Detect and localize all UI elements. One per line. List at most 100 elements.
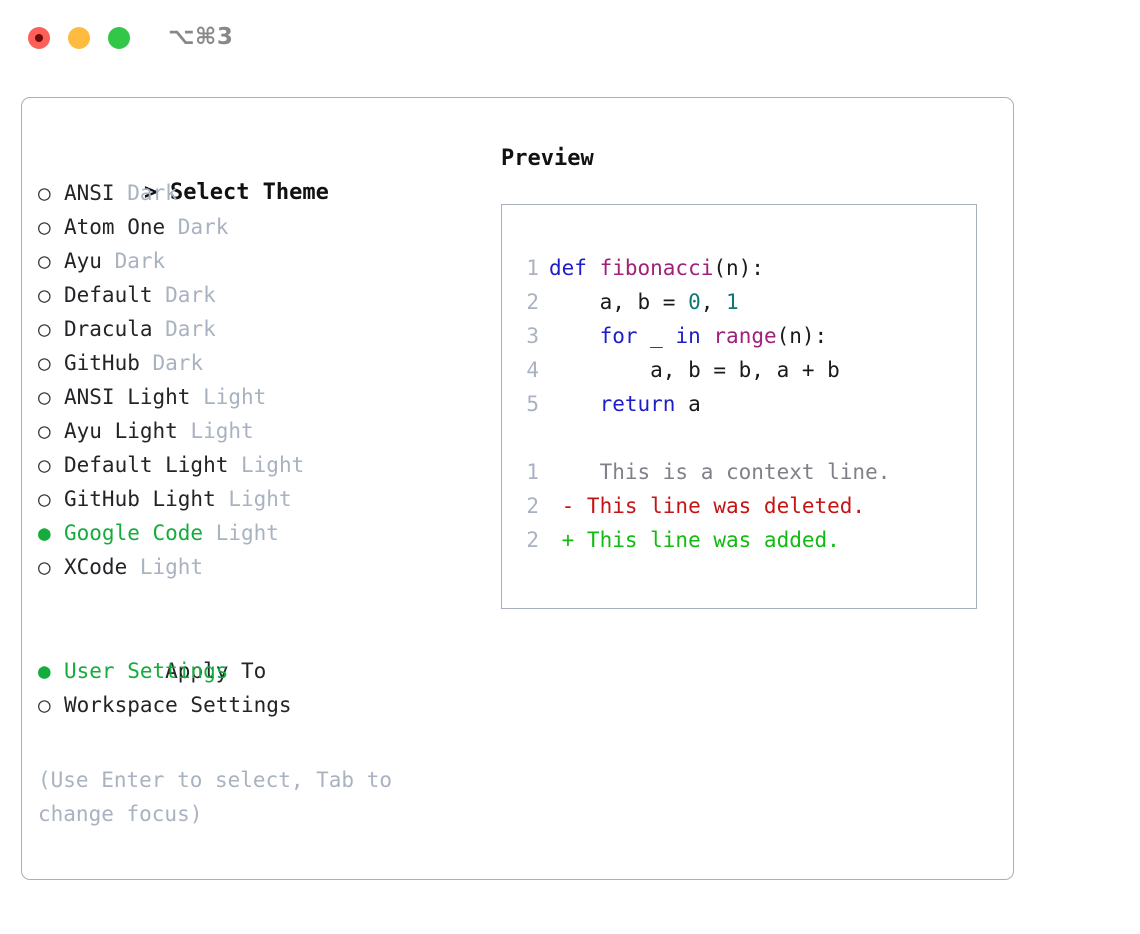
apply-to-option-label: Workspace Settings <box>64 693 292 717</box>
theme-variant-tag: Light <box>203 385 267 409</box>
theme-selector-card: >Select Theme ○ANSI Dark○Atom One Dark○A… <box>21 97 1014 880</box>
code-line: 5 return a <box>513 387 968 421</box>
select-theme-heading: > Select Theme <box>38 142 488 205</box>
theme-option-google-code[interactable]: ● Google Code Light <box>38 516 488 550</box>
code-token: _ <box>637 324 676 348</box>
line-number: 2 <box>526 494 539 518</box>
theme-variant-tag: Dark <box>165 317 216 341</box>
theme-variant-tag: Light <box>228 487 292 511</box>
code-token: return <box>599 392 676 416</box>
diff-text: This is a context line. <box>549 460 891 484</box>
radio-unselected-icon: ○ <box>38 215 51 239</box>
code-token: a, b = <box>549 290 689 314</box>
radio-unselected-icon: ○ <box>38 351 51 375</box>
apply-to-option-label: User Settings <box>64 659 229 683</box>
keyboard-hint-text: (Use Enter to select, Tab to change focu… <box>38 768 405 826</box>
preview-heading: Preview <box>501 146 594 171</box>
code-token: 1 <box>726 290 739 314</box>
theme-option-label: Google Code <box>64 521 216 545</box>
theme-option-dracula[interactable]: ○ Dracula Dark <box>38 312 488 346</box>
theme-variant-tag: Light <box>215 521 279 545</box>
theme-option-github[interactable]: ○ GitHub Dark <box>38 346 488 380</box>
line-number: 2 <box>526 290 539 314</box>
code-token: a, b = b, a + b <box>549 358 840 382</box>
theme-option-label: Default Light <box>64 453 242 477</box>
theme-option-ansi[interactable]: ○ANSI Dark <box>38 176 488 210</box>
line-number: 3 <box>526 324 539 348</box>
radio-unselected-icon: ○ <box>38 693 51 717</box>
diff-line-add: 2 + This line was added. <box>513 523 968 557</box>
radio-selected-icon: ● <box>38 521 51 545</box>
radio-unselected-icon: ○ <box>38 283 51 307</box>
code-token: (n): <box>713 256 764 280</box>
code-token: for <box>599 324 638 348</box>
code-blank-line <box>513 421 968 455</box>
radio-unselected-icon: ○ <box>38 487 51 511</box>
theme-option-label: Ayu Light <box>64 419 191 443</box>
line-number: 1 <box>526 460 539 484</box>
code-token: (n): <box>776 324 828 348</box>
theme-option-default[interactable]: ○ Default Dark <box>38 278 488 312</box>
apply-to-option-workspace-settings[interactable]: ○ Workspace Settings <box>38 688 488 722</box>
theme-option-label: GitHub Light <box>64 487 229 511</box>
theme-option-label: XCode <box>64 555 140 579</box>
theme-option-label: GitHub <box>64 351 153 375</box>
line-number: 5 <box>526 392 539 416</box>
minimize-window-button[interactable] <box>68 27 90 49</box>
theme-option-label: ANSI Light <box>64 385 204 409</box>
code-token: , <box>700 290 727 314</box>
select-theme-heading-label: Select Theme <box>169 180 329 205</box>
apply-to-option-list: ●User Settings ○ Workspace Settings <box>38 654 488 722</box>
code-line: 3 for _ in range(n): <box>513 319 968 353</box>
radio-unselected-icon: ○ <box>38 181 51 205</box>
theme-option-github-light[interactable]: ○ GitHub Light Light <box>38 482 488 516</box>
code-line: 2 a, b = 0, 1 <box>513 285 968 319</box>
diff-line-ctx: 1 This is a context line. <box>513 455 968 489</box>
theme-option-label: Atom One <box>64 215 178 239</box>
theme-option-xcode[interactable]: ○ XCode Light <box>38 550 488 584</box>
apply-to-heading: Apply To <box>38 620 488 683</box>
theme-variant-tag: Light <box>139 555 204 579</box>
code-token: a <box>675 392 701 416</box>
diff-text: - This line was deleted. <box>549 494 866 518</box>
radio-unselected-icon: ○ <box>38 419 51 443</box>
maximize-window-button[interactable] <box>108 27 130 49</box>
prompt-caret-icon: > <box>143 180 158 205</box>
theme-option-label: Dracula <box>64 317 166 341</box>
code-line: 4 a, b = b, a + b <box>513 353 968 387</box>
radio-unselected-icon: ○ <box>38 317 51 341</box>
apply-to-option-user-settings[interactable]: ●User Settings <box>38 654 488 688</box>
theme-option-label: Ayu <box>64 249 115 273</box>
radio-unselected-icon: ○ <box>38 555 51 579</box>
theme-option-ayu[interactable]: ○Ayu Dark <box>38 244 488 278</box>
code-token <box>549 324 600 348</box>
recording-indicator-icon <box>35 34 43 42</box>
theme-variant-tag: Dark <box>165 283 216 307</box>
theme-variant-tag: Light <box>241 453 305 477</box>
theme-option-atom-one[interactable]: ○ Atom One Dark <box>38 210 488 244</box>
theme-option-ansi-light[interactable]: ○ ANSI Light Light <box>38 380 488 414</box>
theme-variant-tag: Dark <box>152 351 204 375</box>
code-token: in <box>675 324 701 348</box>
code-token: range <box>713 324 777 348</box>
theme-variant-tag: Light <box>190 419 254 443</box>
code-token: 0 <box>688 290 701 314</box>
theme-option-label: ANSI <box>64 181 128 205</box>
theme-option-default-light[interactable]: ○ Default Light Light <box>38 448 488 482</box>
line-number: 2 <box>526 528 539 552</box>
theme-option-label: Default <box>64 283 166 307</box>
theme-variant-tag: Dark <box>114 249 166 273</box>
radio-unselected-icon: ○ <box>38 453 51 477</box>
code-token: fibonacci <box>599 256 714 280</box>
theme-variant-tag: Dark <box>177 215 229 239</box>
section-spacer <box>38 584 488 620</box>
diff-line-del: 2 - This line was deleted. <box>513 489 968 523</box>
code-token: def <box>549 256 600 280</box>
window-title: ⌥⌘3 <box>168 24 234 50</box>
radio-unselected-icon: ○ <box>38 385 51 409</box>
theme-option-ayu-light[interactable]: ○ Ayu Light Light <box>38 414 488 448</box>
